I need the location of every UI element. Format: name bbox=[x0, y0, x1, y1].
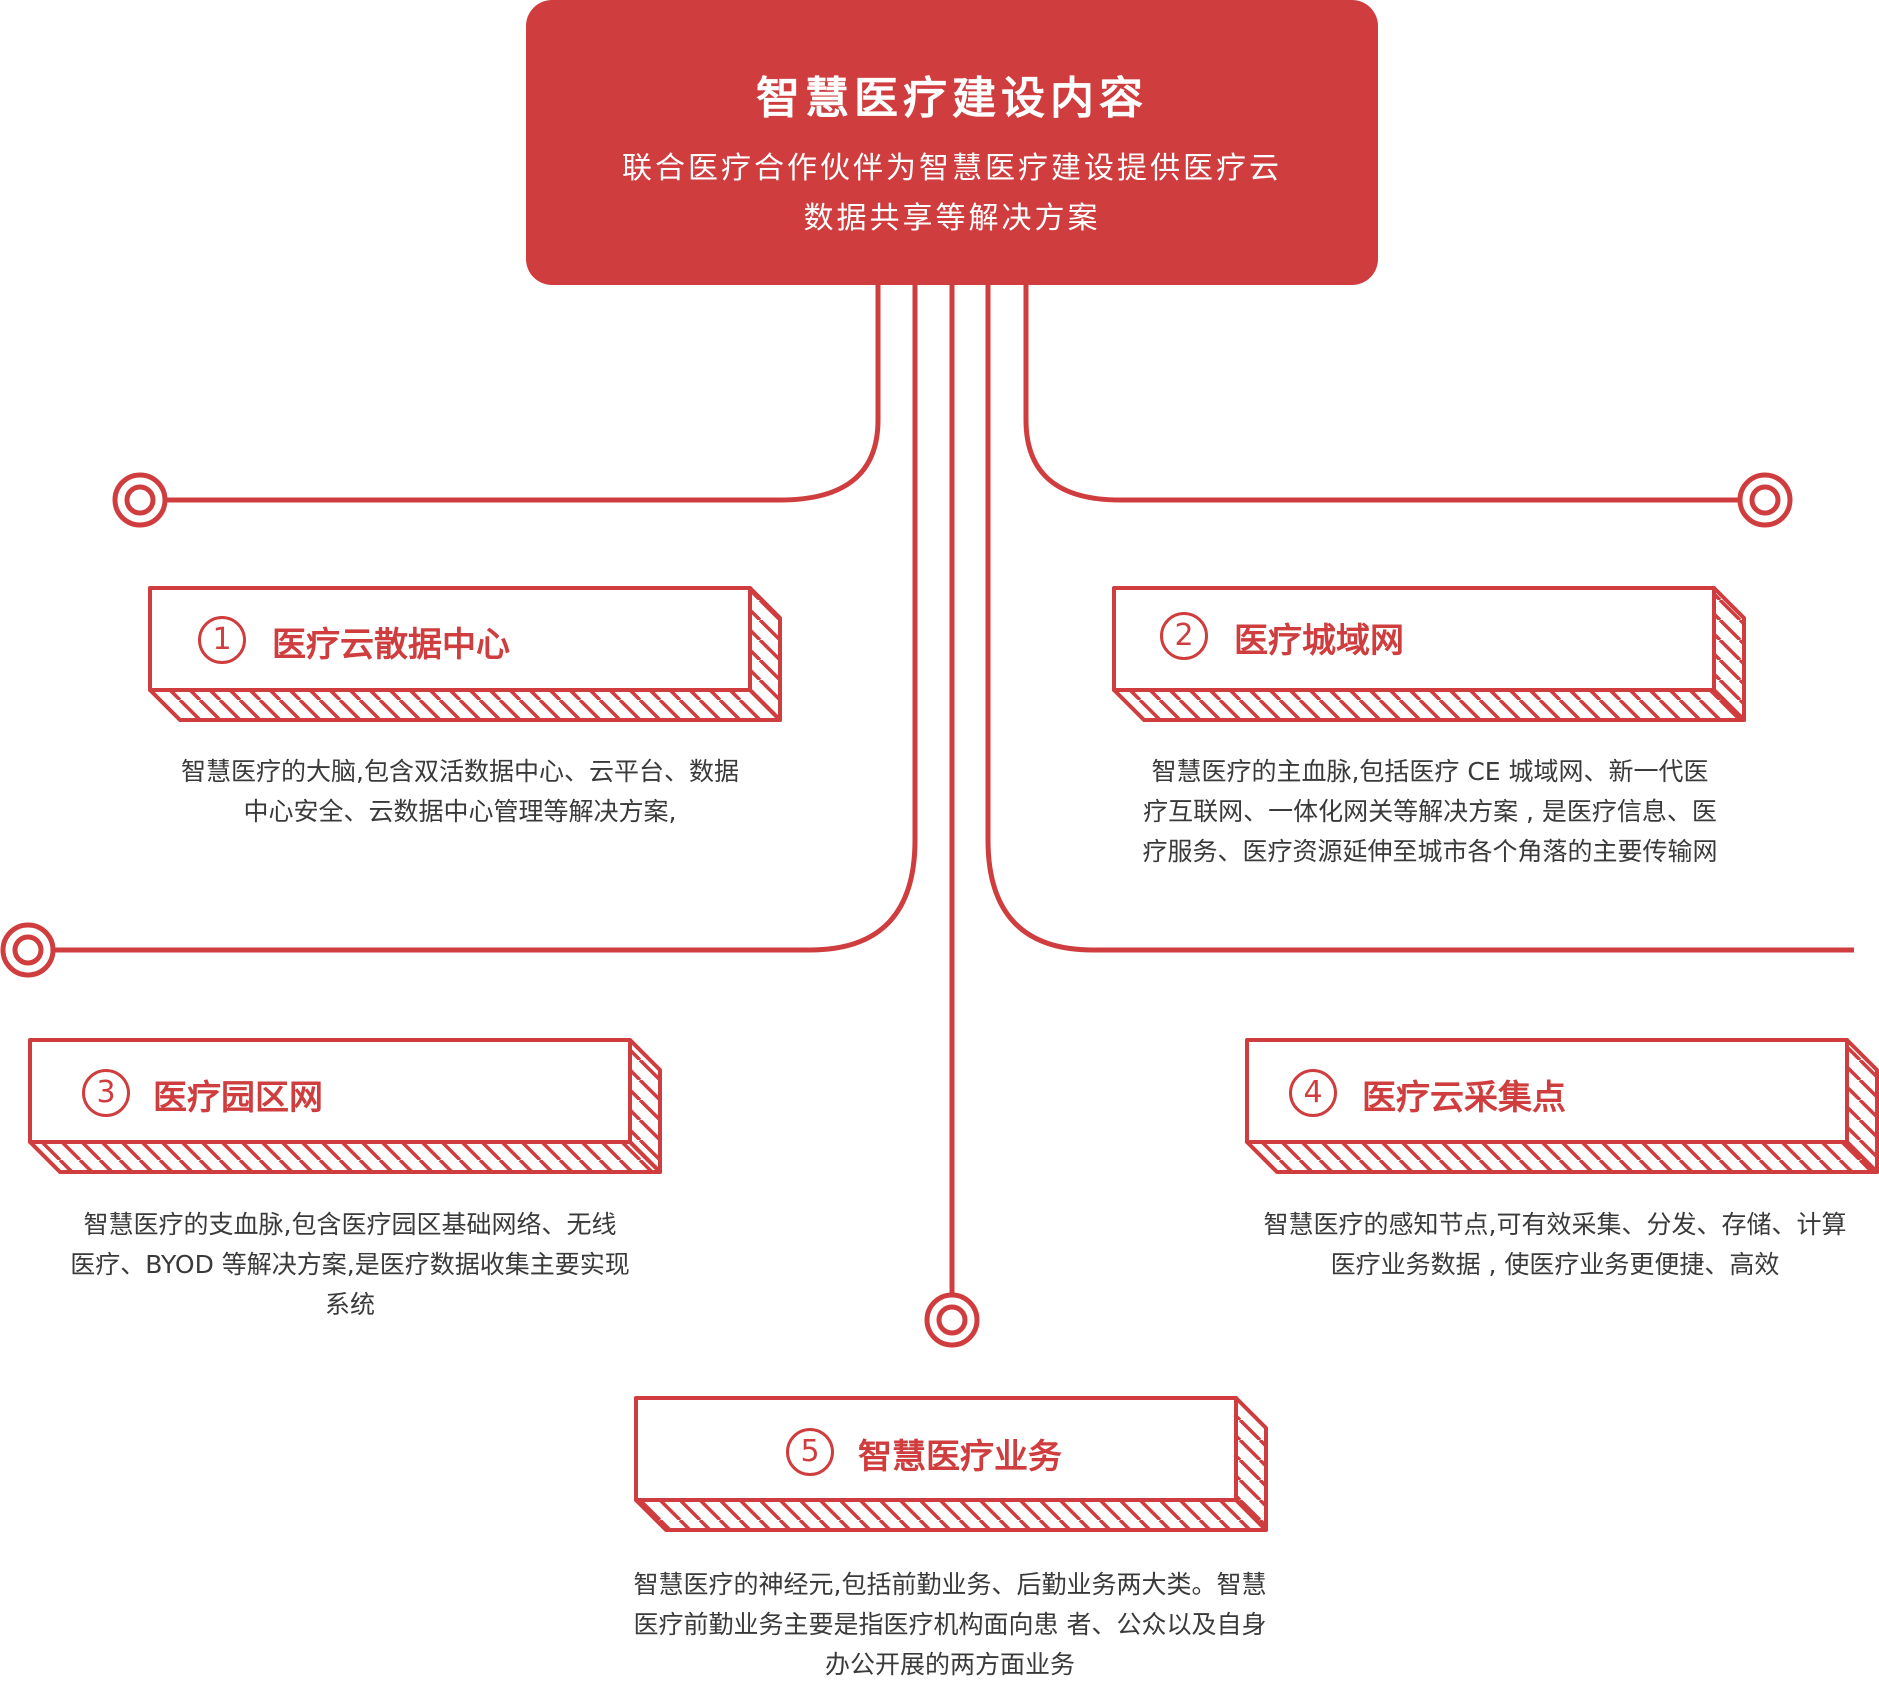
item-3-number-badge: 3 bbox=[82, 1069, 130, 1117]
box-front-face bbox=[634, 1396, 1238, 1502]
item-3-description: 智慧医疗的支血脉,包含医疗园区基础网络、无线 医疗、BYOD 等解决方案,是医疗… bbox=[20, 1205, 680, 1325]
item-4-number-badge: 4 bbox=[1289, 1069, 1337, 1117]
item-1-title: 医疗云散据中心 bbox=[272, 625, 510, 665]
item-5-description-line: 智慧医疗的神经元,包括前勤业务、后勤业务两大类。智慧 bbox=[633, 1570, 1267, 1599]
item-2-description-line: 疗服务、医疗资源延伸至城市各个角落的主要传输网 bbox=[1142, 837, 1718, 866]
header-panel: 智慧医疗建设内容 联合医疗合作伙伴为智慧医疗建设提供医疗云 数据共享等解决方案 bbox=[526, 0, 1378, 285]
page-title: 智慧医疗建设内容 bbox=[756, 73, 1148, 124]
box-front-face bbox=[1245, 1038, 1849, 1144]
box-front-face bbox=[1112, 586, 1716, 692]
connector-line-4 bbox=[985, 285, 1854, 953]
item-5-title: 智慧医疗业务 bbox=[858, 1437, 1062, 1477]
box-front-face bbox=[148, 586, 752, 692]
item-1-description-line: 中心安全、云数据中心管理等解决方案, bbox=[243, 797, 677, 826]
item-4-description-line: 医疗业务数据 , 使医疗业务更便捷、高效 bbox=[1330, 1250, 1780, 1279]
item-4-title: 医疗云采集点 bbox=[1362, 1078, 1566, 1118]
item-5-description-line: 办公开展的两方面业务 bbox=[824, 1650, 1075, 1679]
ring-terminal-5 bbox=[924, 1292, 980, 1348]
page-subtitle: 联合医疗合作伙伴为智慧医疗建设提供医疗云 数据共享等解决方案 bbox=[586, 144, 1318, 244]
box-bottom-face bbox=[28, 1140, 662, 1174]
box-bottom-face bbox=[634, 1498, 1268, 1532]
item-5-description: 智慧医疗的神经元,包括前勤业务、后勤业务两大类。智慧 医疗前勤业务主要是指医疗机… bbox=[590, 1565, 1310, 1685]
item-5-number-badge: 5 bbox=[786, 1428, 834, 1476]
ring-terminal-2 bbox=[1737, 472, 1793, 528]
connector-line-1 bbox=[165, 285, 881, 503]
item-2-description-line: 智慧医疗的主血脉,包括医疗 CE 城域网、新一代医 bbox=[1151, 757, 1709, 786]
item-1-box bbox=[148, 586, 782, 722]
item-1-description: 智慧医疗的大脑,包含双活数据中心、云平台、数据 中心安全、云数据中心管理等解决方… bbox=[130, 752, 790, 832]
connector-line-2 bbox=[1023, 285, 1740, 503]
item-3-description-line: 医疗、BYOD 等解决方案,是医疗数据收集主要实现 bbox=[70, 1250, 630, 1279]
box-front-face bbox=[28, 1038, 632, 1144]
item-4-description-line: 智慧医疗的感知节点,可有效采集、分发、存储、计算 bbox=[1263, 1210, 1847, 1239]
box-bottom-face bbox=[148, 688, 782, 722]
item-1-number-badge: 1 bbox=[198, 616, 246, 664]
ring-terminal-3 bbox=[0, 922, 56, 978]
item-1-description-line: 智慧医疗的大脑,包含双活数据中心、云平台、数据 bbox=[181, 757, 739, 786]
item-2-number-badge: 2 bbox=[1160, 612, 1208, 660]
page-subtitle-line-1: 联合医疗合作伙伴为智慧医疗建设提供医疗云 bbox=[622, 151, 1282, 186]
ring-terminal-1 bbox=[112, 472, 168, 528]
item-2-box bbox=[1112, 586, 1746, 722]
item-2-description-line: 疗互联网、一体化网关等解决方案 , 是医疗信息、医 bbox=[1143, 797, 1717, 826]
item-4-description: 智慧医疗的感知节点,可有效采集、分发、存储、计算 医疗业务数据 , 使医疗业务更… bbox=[1240, 1205, 1870, 1285]
item-2-description: 智慧医疗的主血脉,包括医疗 CE 城域网、新一代医 疗互联网、一体化网关等解决方… bbox=[1100, 752, 1760, 872]
item-3-title: 医疗园区网 bbox=[153, 1078, 323, 1118]
box-bottom-face bbox=[1112, 688, 1746, 722]
item-3-box bbox=[28, 1038, 662, 1174]
connector-line-3 bbox=[53, 285, 918, 953]
box-bottom-face bbox=[1245, 1140, 1879, 1174]
item-4-box bbox=[1245, 1038, 1879, 1174]
item-2-title: 医疗城域网 bbox=[1234, 621, 1404, 661]
page-subtitle-line-2: 数据共享等解决方案 bbox=[803, 201, 1101, 236]
item-5-box bbox=[634, 1396, 1268, 1532]
item-3-description-line: 智慧医疗的支血脉,包含医疗园区基础网络、无线 bbox=[83, 1210, 617, 1239]
item-5-description-line: 医疗前勤业务主要是指医疗机构面向患 者、公众以及自身 bbox=[633, 1610, 1267, 1639]
item-3-description-line: 系统 bbox=[324, 1290, 375, 1319]
